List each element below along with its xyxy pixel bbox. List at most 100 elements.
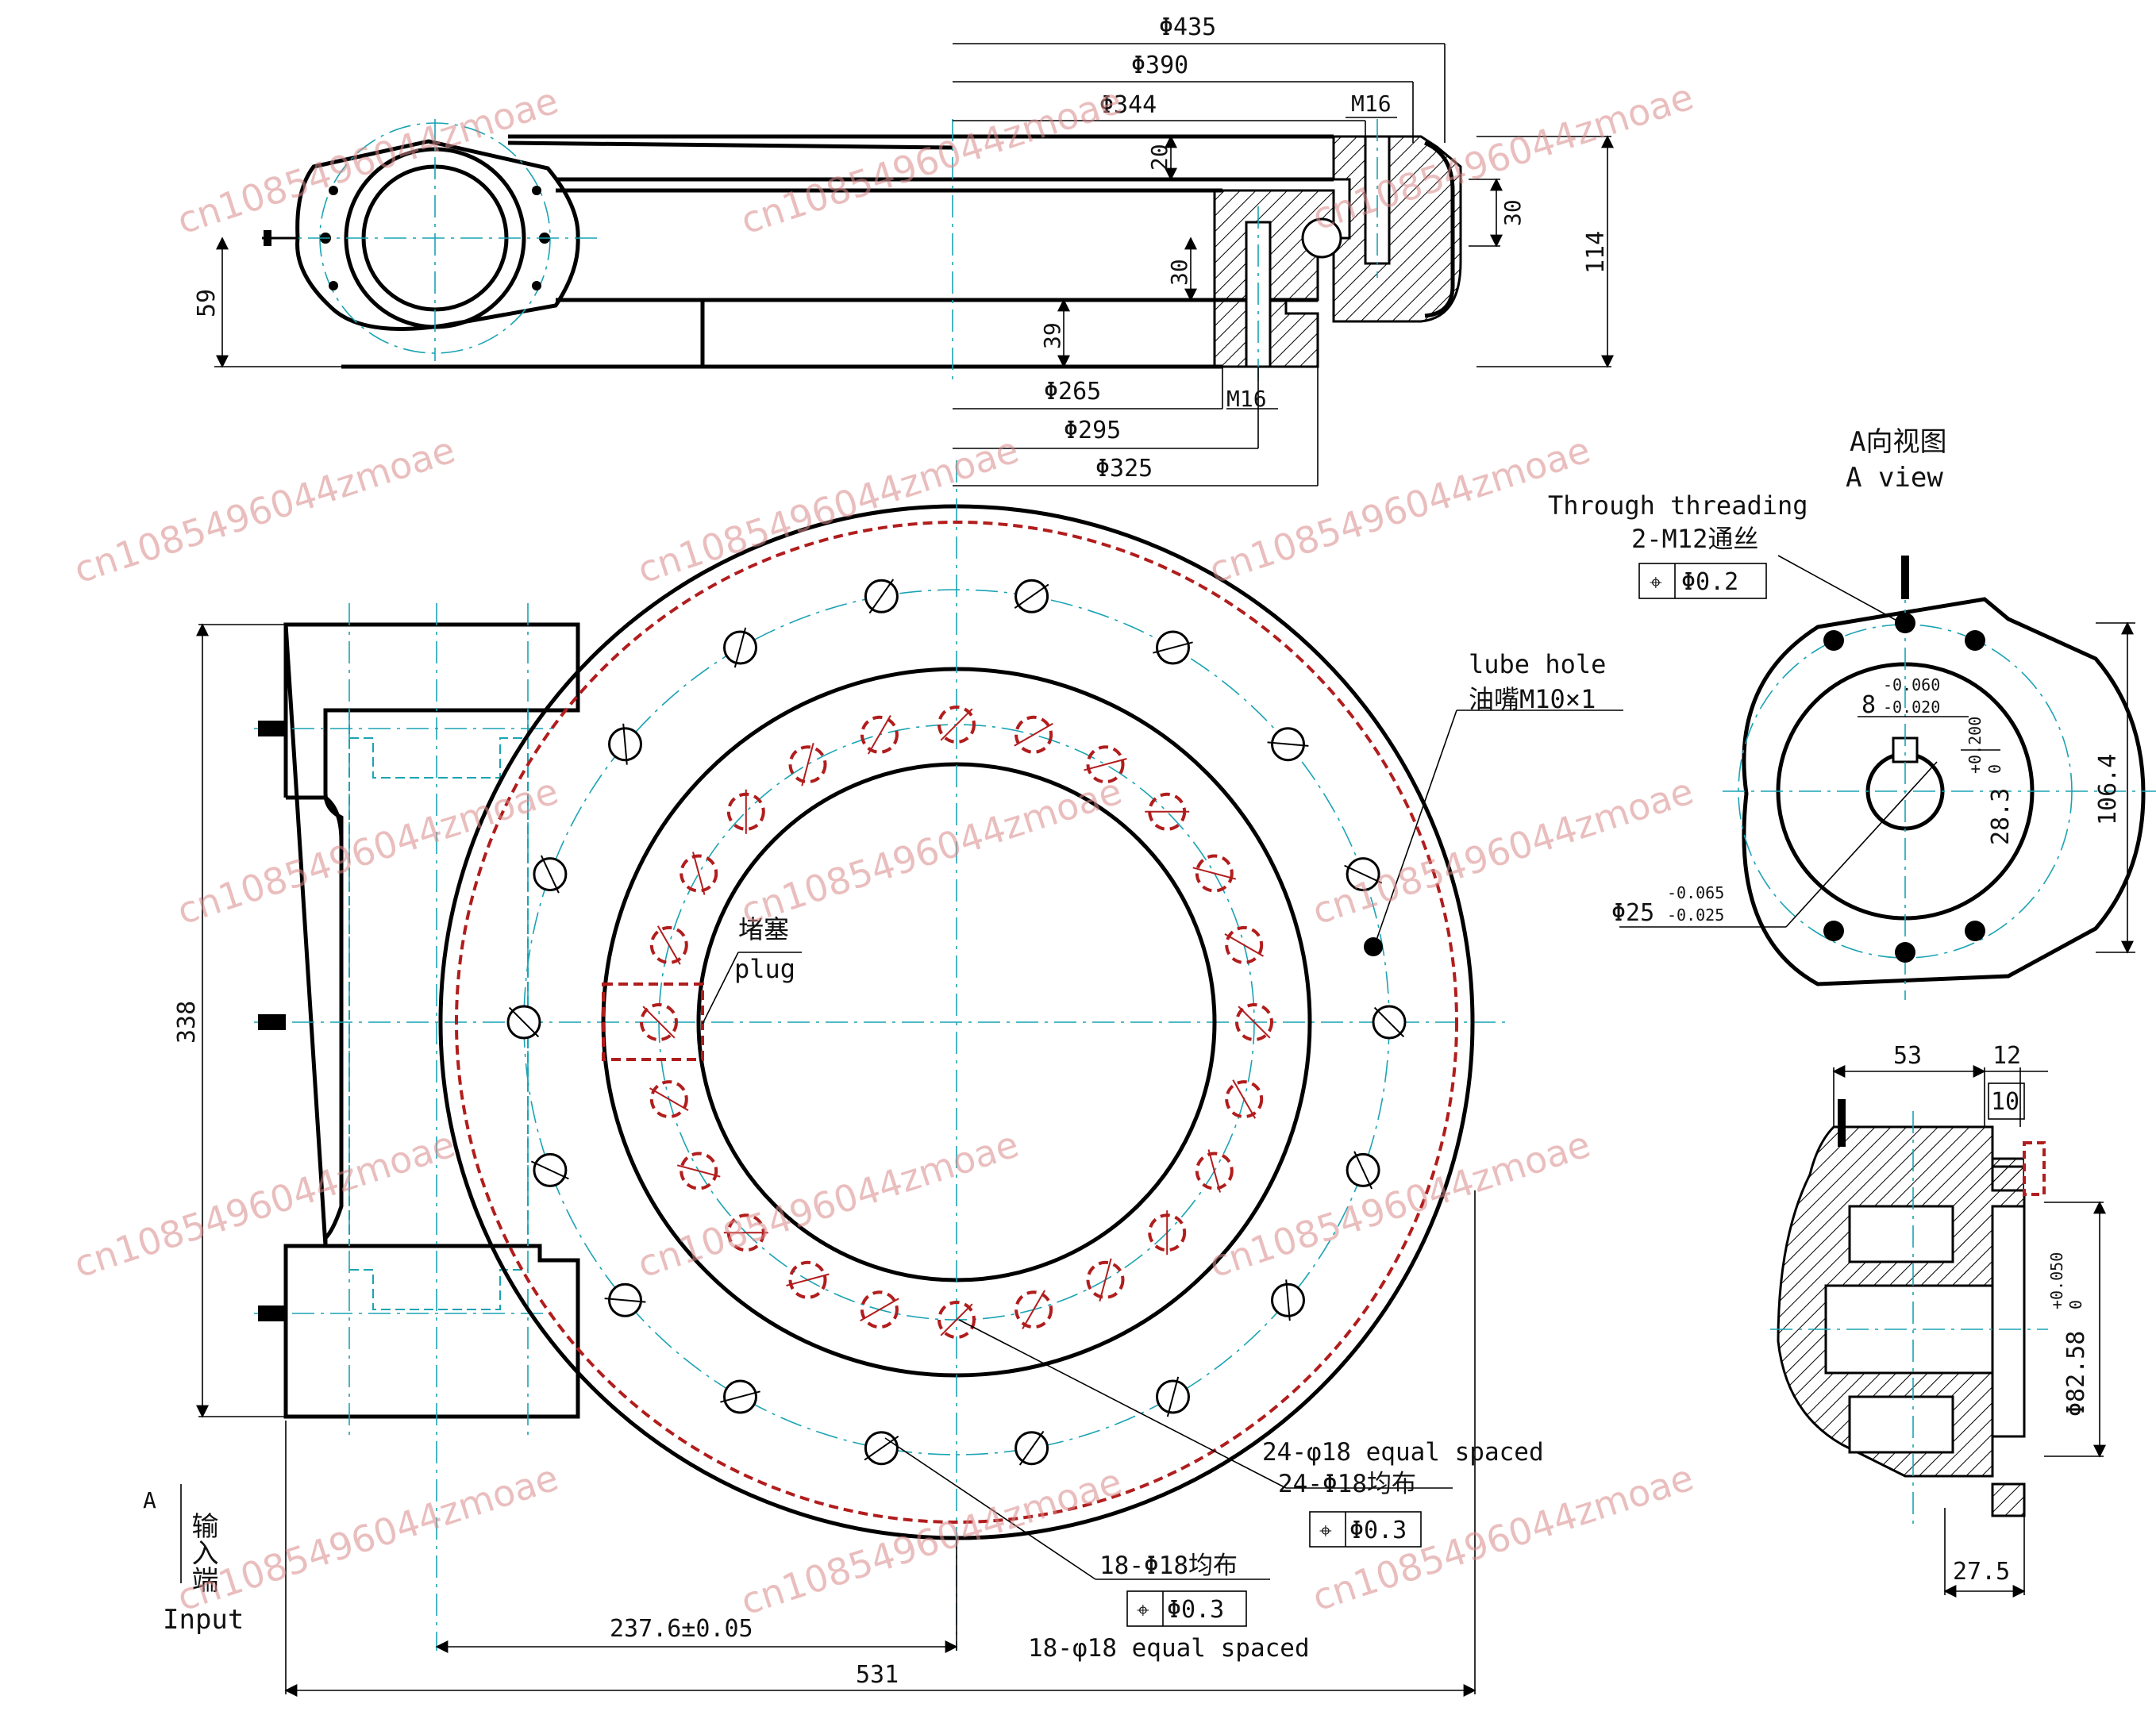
dim-106-4: 106.4 (2094, 754, 2122, 825)
dim-phi-435: Φ435 (1159, 13, 1216, 41)
dia-tol-lower: 0 (2066, 1300, 2085, 1309)
bolt-hole-mark (868, 715, 891, 755)
watermark-11: cn1085496044zmoae (633, 1122, 1024, 1286)
dim-59: 59 (193, 289, 221, 317)
inner-bolt-hole (1235, 1003, 1273, 1041)
inner-bolt-hole (1225, 1080, 1264, 1119)
bolt-hole-mark (786, 1273, 830, 1286)
tol-24: Φ0.3 (1349, 1517, 1407, 1544)
dim-237-6: 237.6±0.05 (610, 1615, 753, 1643)
bolt-hole-mark (1153, 641, 1193, 654)
a-view-tol: Φ0.2 (1681, 568, 1738, 596)
inner-bolt-hole (1086, 745, 1125, 784)
inner-bolt-hole (788, 1260, 827, 1299)
bolt-hole-mark (1232, 1079, 1257, 1119)
bolt-hole-mark (1353, 1151, 1373, 1190)
svg-text:⌖: ⌖ (1137, 1597, 1149, 1623)
inner-bolt-hole (1195, 854, 1234, 893)
main-view: ⌖⌖ 338 堵塞 plug lube hole 油嘴M10×1 24-φ18 … (143, 460, 1623, 1697)
bolt-hole-mark (1014, 722, 1053, 747)
thread-m16-bottom: M16 (1226, 386, 1267, 412)
inner-bolt-hole (937, 1301, 976, 1339)
bolt-hole-mark (656, 925, 681, 965)
bolt-hole-mark (604, 1298, 646, 1303)
watermark-12: cn1085496044zmoae (1204, 1122, 1596, 1286)
bolt-hole-mark (1224, 933, 1264, 957)
dim-39: 39 (1039, 322, 1065, 349)
dia-82-58: Φ82.58 (2062, 1331, 2090, 1417)
a-view-flange (1742, 597, 2146, 986)
dim-30-right: 30 (1500, 199, 1526, 226)
watermark-14: cn1085496044zmoae (736, 1459, 1127, 1623)
lube-hole (1364, 937, 1383, 956)
bolt-hole-mark (540, 855, 560, 894)
holes-24-en: 24-φ18 equal spaced (1262, 1438, 1544, 1467)
dim-12: 12 (1992, 1042, 2021, 1070)
svg-text:⌖: ⌖ (1650, 569, 1662, 595)
bolt-hole-mark (860, 1298, 899, 1322)
a-view-title-en: A view (1846, 462, 1943, 494)
plug-label-en: plug (734, 954, 795, 984)
input-label-en: Input (163, 1604, 244, 1636)
bolt-hole-mark (940, 1303, 973, 1336)
watermark-2: cn1085496044zmoae (736, 79, 1127, 242)
bolt-hole-mark (692, 852, 706, 895)
dim-53: 53 (1893, 1042, 1922, 1070)
bolt-hole-mark (1192, 867, 1237, 880)
keyway-tol-lower: -0.020 (1883, 698, 1940, 717)
shaft-dia: Φ25 (1611, 899, 1654, 927)
watermark-10: cn1085496044zmoae (69, 1122, 460, 1286)
bolt-hole-mark (1267, 741, 1309, 747)
holes-18-cn: 18-Φ18均布 (1099, 1552, 1238, 1580)
watermark-8: cn1085496044zmoae (736, 769, 1127, 932)
bolt-hole-mark (720, 1390, 760, 1403)
bolt-hole-mark (1207, 1149, 1221, 1193)
inner-bolt-hole (788, 745, 827, 784)
outer-bolt-holes (506, 579, 1407, 1466)
plug-box (602, 982, 704, 1061)
shaft-tol-lower: -0.025 (1667, 906, 1724, 925)
inner-bolt-hole (937, 706, 976, 744)
dim-phi-390: Φ390 (1131, 52, 1188, 79)
dim-27-5: 27.5 (1953, 1558, 2010, 1586)
bolt-hole-mark (1018, 1430, 1045, 1466)
watermark-layer: cn1085496044zmoae cn1085496044zmoae cn10… (69, 75, 1699, 1623)
inner-bolt-hole (649, 925, 688, 964)
watermark-5: cn1085496044zmoae (633, 428, 1024, 591)
bolt-hole-mark (1373, 1006, 1405, 1038)
dim-phi-295: Φ295 (1064, 417, 1121, 444)
tol-18: Φ0.3 (1167, 1596, 1224, 1624)
bolt-hole-mark (733, 627, 747, 668)
dim-114: 114 (1582, 231, 1610, 274)
key-tol-lower: 0 (1985, 764, 2004, 774)
bolt-hole-mark (940, 708, 973, 741)
a-view-title-cn: A向视图 (1850, 426, 1946, 458)
dim-20: 20 (1146, 144, 1172, 171)
inner-bolt-hole (1195, 1152, 1234, 1190)
bolt-hole-mark (622, 723, 628, 765)
watermark-4: cn1085496044zmoae (69, 428, 460, 591)
section-view: 53 12 10 27.5 Φ82.58 +0.050 0 (1770, 1042, 2106, 1598)
bolt-hole-mark (1238, 1006, 1271, 1039)
dim-phi-325: Φ325 (1095, 455, 1153, 483)
keyway-width: 8 (1861, 691, 1876, 719)
thread-m16-top: M16 (1351, 90, 1392, 117)
dia-tol-upper: +0.050 (2047, 1252, 2066, 1309)
inner-bolt-hole (1014, 715, 1053, 754)
inner-bolt-hole (1086, 1260, 1125, 1299)
inner-bolt-hole (680, 854, 718, 893)
view-letter-a: A (143, 1487, 156, 1513)
dim-30-left: 30 (1166, 259, 1192, 286)
lube-label-en: lube hole (1469, 649, 1606, 679)
dim-phi-344: Φ344 (1099, 91, 1157, 119)
bolt-hole-mark (1166, 1376, 1180, 1417)
inner-bolt-hole (640, 1003, 678, 1041)
keyway-tol-upper: -0.060 (1883, 675, 1940, 694)
shaft-tol-upper: -0.065 (1667, 883, 1724, 902)
bolt-hole-mark (1014, 583, 1049, 609)
dim-531: 531 (856, 1661, 899, 1689)
inner-bolt-hole (680, 1152, 718, 1190)
bolt-hole-mark (508, 1006, 540, 1038)
inner-bolt-hole (860, 715, 899, 754)
bolt-hole-mark (1099, 1258, 1112, 1302)
